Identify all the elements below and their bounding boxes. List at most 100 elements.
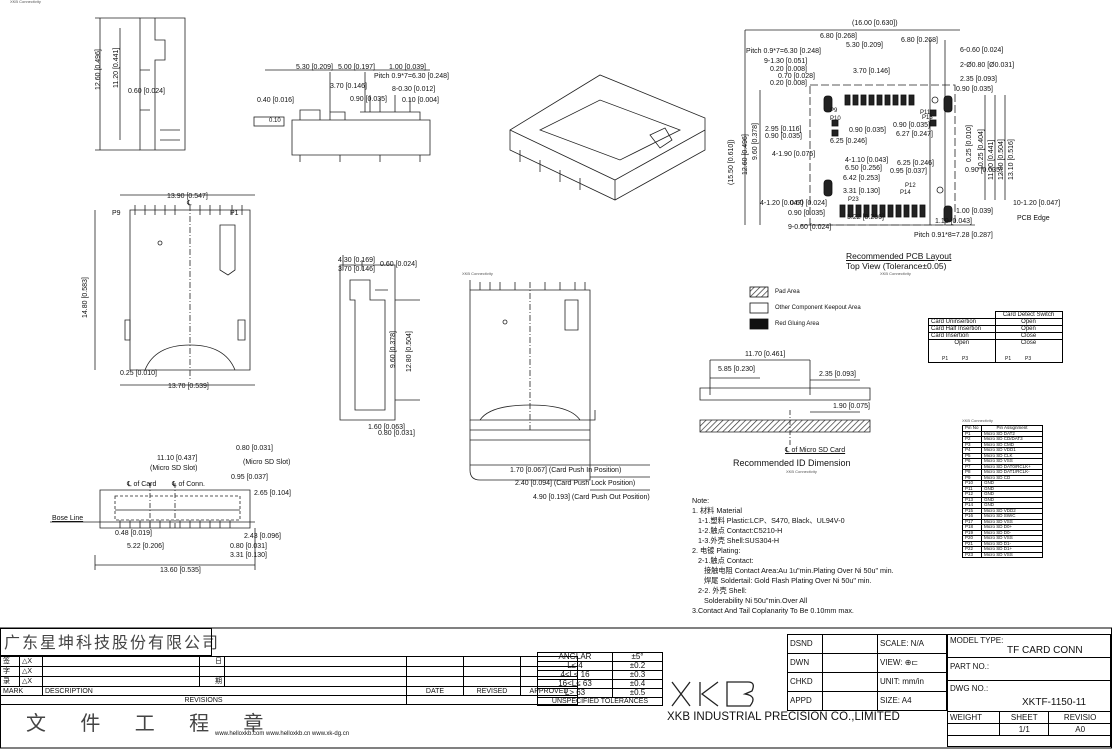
note-line: 1-3.外壳 Shell:SUS304-H bbox=[692, 536, 780, 545]
pin-assignment: Micro SD VSS bbox=[981, 551, 1043, 558]
watermark: XKB Connectivity bbox=[880, 271, 911, 276]
dim-label: 2.95 [0.116] bbox=[765, 126, 802, 133]
dim-label: 3.31 [0.130] bbox=[843, 188, 880, 195]
switch-close-label: Close bbox=[1020, 340, 1037, 346]
chkd-label: CHKD bbox=[787, 672, 823, 692]
stamp-text: 文 件 工 程 章 bbox=[26, 711, 278, 735]
dim-label: Pitch 0.91*8=7.28 [0.287] bbox=[914, 232, 993, 239]
front-slot-view-drawing bbox=[50, 483, 256, 570]
dim-label: 0.48 [0.019] bbox=[115, 530, 152, 537]
dim-label: 0.90 [0.035] bbox=[965, 167, 1002, 174]
side-view-left-drawing bbox=[95, 17, 186, 151]
size-label: SIZE: A4 bbox=[877, 691, 947, 711]
dim-label: 1.10 [0.043] bbox=[935, 218, 972, 225]
website-links: www.helloxkb.com www.helloxkb.cn www.xk-… bbox=[215, 731, 350, 737]
dim-label: 1.90 [0.075] bbox=[833, 403, 870, 410]
pin-assignment: Micro SD CMD bbox=[981, 441, 1043, 448]
dim-label: 3.31 [0.130] bbox=[230, 552, 267, 559]
card-insertion-view-drawing bbox=[469, 280, 650, 491]
pin-assignment: Micro SD VDD1 bbox=[981, 447, 1043, 454]
dim-label: 0.60 [0.024] bbox=[790, 200, 827, 207]
dim-label: 0.80 [0.031] bbox=[230, 543, 267, 550]
dwg-no-label: DWG NO.: bbox=[950, 684, 989, 693]
dim-label: 0.90 [0.035] bbox=[849, 127, 886, 134]
pin-label: P23 bbox=[848, 197, 859, 203]
dim-label: 0.40 [0.016] bbox=[257, 97, 294, 104]
divider bbox=[947, 680, 1111, 681]
dim-label: 9-1.30 [0.051] bbox=[764, 58, 808, 65]
dim-label: 2.35 [0.093] bbox=[819, 371, 856, 378]
pin-header: Pin Assignment bbox=[981, 425, 1043, 432]
dim-label: (16.00 [0.630]) bbox=[852, 20, 898, 27]
dim-label: ℄ of Conn. bbox=[172, 481, 205, 488]
pcb-caption-title: Recommended PCB Layout bbox=[846, 251, 952, 261]
dim-label: 6.27 [0.247] bbox=[896, 131, 933, 138]
dim-label: 6.42 [0.253] bbox=[843, 175, 880, 182]
model-type-value: TF CARD CONN bbox=[1007, 645, 1083, 656]
legend-swatches bbox=[749, 286, 769, 330]
dim-label: 0.90 [0.035] bbox=[788, 210, 825, 217]
id-dimension-title: Recommended ID Dimension bbox=[733, 458, 851, 468]
corner-label: XKB Connectivity bbox=[10, 0, 41, 4]
dim-label: 6.50 [0.256] bbox=[845, 165, 882, 172]
notes-block: Note:1. 材料 Material 1-1.塑料 Plastic:LCP、S… bbox=[692, 496, 894, 616]
dim-label: 2.40 [0.094] (Card Push Lock Position) bbox=[515, 480, 636, 487]
pin-assignment: GND bbox=[981, 480, 1043, 487]
dim-label: 2-Ø0.80 [Ø0.031] bbox=[960, 62, 1015, 69]
dim-label: 4.90 [0.193] (Card Push Out Position) bbox=[533, 494, 650, 501]
note-line: 焊尾 Soldertail: Gold Flash Plating Over N… bbox=[692, 576, 872, 585]
switch-pin-label: P1 bbox=[1005, 356, 1012, 362]
dim-label: 0.90 [0.035] bbox=[893, 122, 930, 129]
dim-label: 5.30 [0.209] bbox=[846, 42, 883, 49]
pcb-pads bbox=[823, 94, 953, 223]
pin-assignment: Micro SD DAT0/RCLK+ bbox=[981, 463, 1043, 470]
switch-pin-label: P3 bbox=[1025, 356, 1032, 362]
appd-label: APPD bbox=[787, 691, 823, 711]
dim-label: PCB Edge bbox=[1017, 215, 1050, 222]
switch-open-label: Open bbox=[954, 340, 970, 346]
revision-label: REVISIO bbox=[1048, 711, 1112, 724]
dim-label: 1.00 [0.039] bbox=[956, 208, 993, 215]
pin-assignment: GND bbox=[981, 491, 1043, 498]
dim-label: 2.35 [0.093] bbox=[960, 76, 997, 83]
dim-label: 5.85 [0.230] bbox=[718, 366, 755, 373]
top-view-drawing bbox=[94, 194, 255, 386]
legend-glue-label: Red Gluing Area bbox=[775, 321, 820, 327]
dim-label: 0.60 [0.024] bbox=[128, 88, 165, 95]
dim-label: 6.80 [0.268] bbox=[901, 37, 938, 44]
dim-label: 1.00 [0.039] bbox=[389, 64, 426, 71]
note-line: 3.Contact And Tail Coplanarity To Be 0.1… bbox=[692, 606, 854, 615]
dim-label: 13.90 [0.547] bbox=[167, 193, 208, 200]
pin-label: P14 bbox=[900, 190, 911, 196]
model-type-label: MODEL TYPE: bbox=[950, 636, 1004, 645]
dim-label: 0.90 [0.035] bbox=[956, 86, 993, 93]
dim-label: 4.30 [0.169] bbox=[338, 257, 375, 264]
pin-label: P11 bbox=[920, 110, 931, 116]
dim-label: 9-0.60 [0.024] bbox=[788, 224, 832, 231]
sheet-label: SHEET bbox=[999, 711, 1050, 724]
dim-label: 10-1.20 [0.047] bbox=[1013, 200, 1061, 207]
projection-icon: ⊕⊏ bbox=[904, 658, 919, 667]
unspecified-tolerances: UNSPECIFIED TOLERANCES bbox=[537, 697, 663, 706]
dim-label: 8-0.30 [0.012] bbox=[392, 86, 436, 93]
pin-assignment: Micro SD VSS bbox=[981, 458, 1043, 465]
note-line: 1-1.塑料 Plastic:LCP、S470, Black、UL94V-0 bbox=[692, 516, 845, 525]
watermark: XKB Connectivity bbox=[962, 418, 993, 423]
pin-label: P9 bbox=[112, 210, 121, 217]
pin-assignment: Micro SD CD bbox=[981, 474, 1043, 481]
pin-label: P13 bbox=[922, 115, 933, 121]
flatness-label: 0.10 bbox=[269, 118, 281, 124]
dim-label: 1.70 [0.067] (Card Push In Position) bbox=[510, 467, 622, 474]
note-line: 2-2. 外壳 Shell: bbox=[692, 586, 747, 595]
company-name-cn: 广东星坤科技股份有限公司 bbox=[4, 633, 221, 652]
watermark: XKB Connectivity bbox=[786, 469, 817, 474]
